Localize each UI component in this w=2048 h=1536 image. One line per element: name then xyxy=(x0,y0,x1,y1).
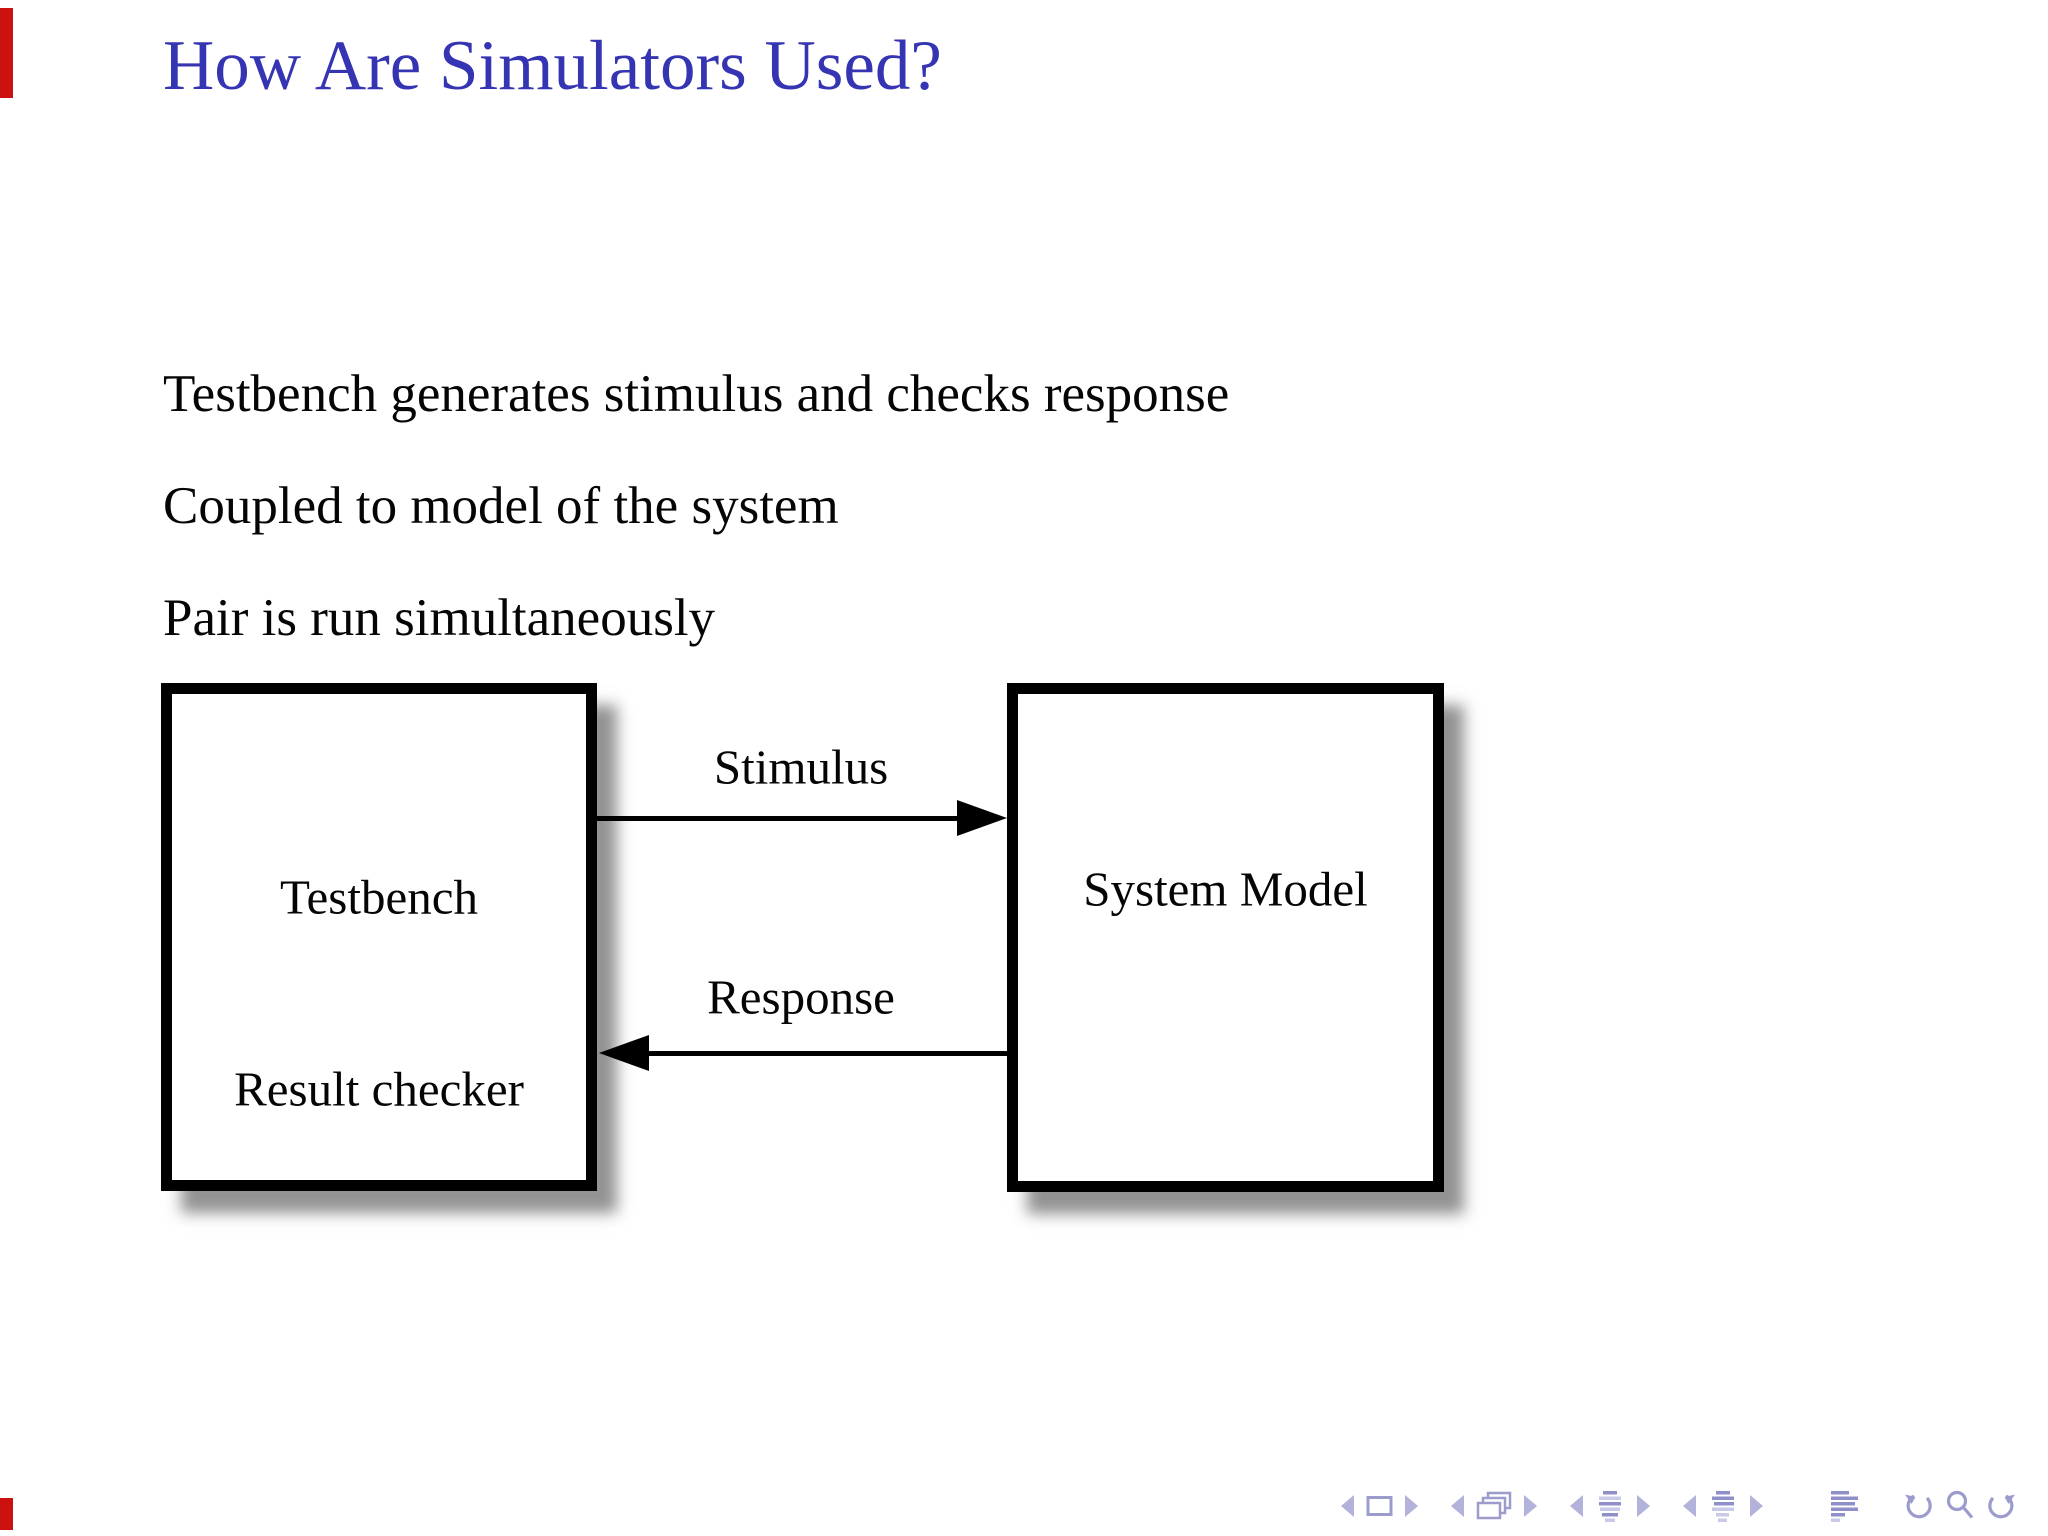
nav-section-group xyxy=(1567,1490,1653,1522)
prev-section-icon[interactable] xyxy=(1567,1493,1584,1519)
red-edge-mark-bottom xyxy=(0,1498,13,1530)
stimulus-arrowhead-icon xyxy=(957,800,1007,836)
testbench-box: Testbench Result checker xyxy=(161,683,597,1191)
next-subsection-icon[interactable] xyxy=(1749,1493,1766,1519)
body-line-2: Coupled to model of the system xyxy=(163,477,839,535)
next-frame-icon[interactable] xyxy=(1523,1493,1540,1519)
search-icon[interactable] xyxy=(1945,1490,1975,1522)
slide-title: How Are Simulators Used? xyxy=(163,27,942,105)
nav-appendix-group xyxy=(1830,1490,1860,1522)
response-arrow-line xyxy=(646,1051,1007,1056)
body-line-1: Testbench generates stimulus and checks … xyxy=(163,365,1230,423)
nav-frame-group xyxy=(1448,1491,1540,1521)
forward-icon[interactable] xyxy=(1986,1490,2018,1522)
system-model-label: System Model xyxy=(1083,861,1368,917)
testbench-label: Testbench xyxy=(280,869,478,925)
prev-subsection-icon[interactable] xyxy=(1680,1493,1697,1519)
red-edge-mark-top xyxy=(0,8,13,98)
next-section-icon[interactable] xyxy=(1636,1493,1653,1519)
result-checker-label: Result checker xyxy=(234,1061,524,1117)
system-model-box: System Model xyxy=(1007,683,1444,1192)
stimulus-arrow-label: Stimulus xyxy=(713,739,889,795)
nav-slide-group xyxy=(1338,1493,1421,1519)
nav-subsection-group xyxy=(1680,1490,1766,1522)
body-line-3: Pair is run simultaneously xyxy=(163,589,716,647)
nav-tools-group xyxy=(1902,1490,2018,1522)
response-arrow-label: Response xyxy=(707,969,895,1025)
response-arrowhead-icon xyxy=(599,1035,649,1071)
next-slide-icon[interactable] xyxy=(1404,1493,1421,1519)
frame-icon[interactable] xyxy=(1366,1495,1393,1517)
frames-stack-icon[interactable] xyxy=(1476,1491,1512,1521)
back-icon[interactable] xyxy=(1902,1490,1934,1522)
prev-slide-icon[interactable] xyxy=(1338,1493,1355,1519)
prev-frame-icon[interactable] xyxy=(1448,1493,1465,1519)
stimulus-arrow-line xyxy=(596,816,961,821)
subsection-outline-icon[interactable] xyxy=(1708,1490,1738,1522)
section-outline-icon[interactable] xyxy=(1595,1490,1625,1522)
appendix-outline-icon[interactable] xyxy=(1830,1490,1860,1522)
beamer-nav-bar xyxy=(1338,1484,2018,1528)
